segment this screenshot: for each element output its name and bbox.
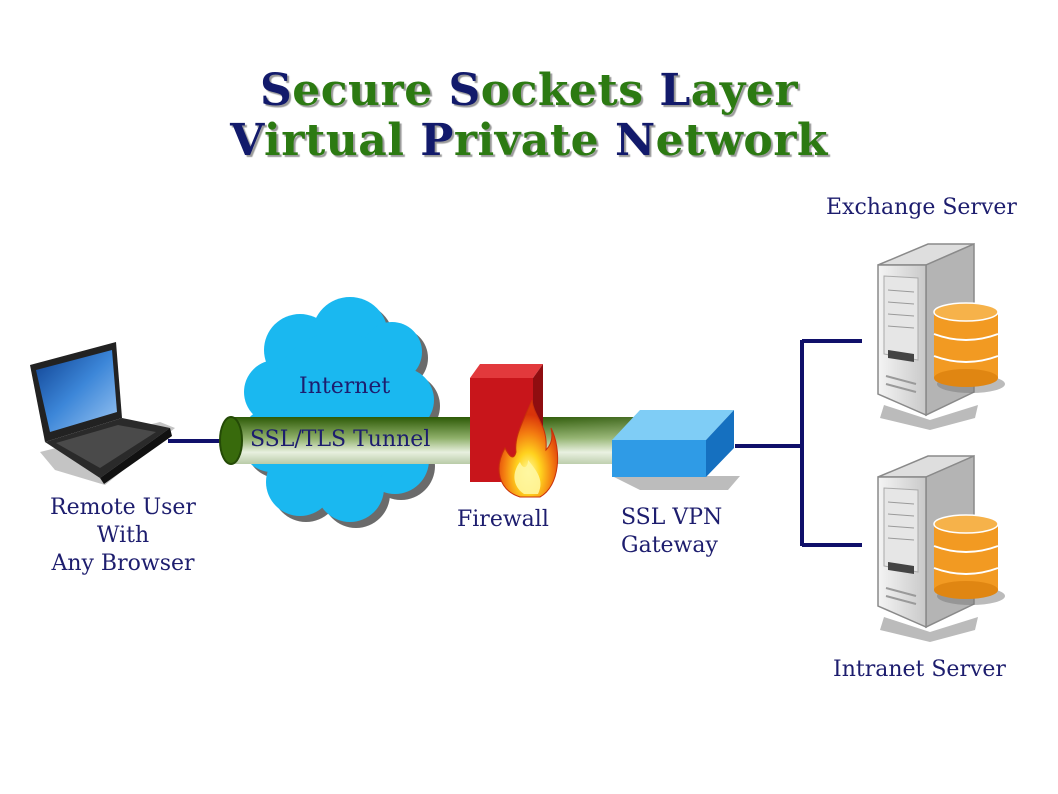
gateway-label-line: SSL VPN <box>621 505 723 530</box>
laptop-icon <box>30 342 175 485</box>
remote-user-line: Any Browser <box>51 551 195 576</box>
database-icon <box>933 302 1005 393</box>
remote-user-label: Remote User With Any Browser <box>40 494 206 578</box>
server-icon <box>877 242 1005 430</box>
firewall-label: Firewall <box>457 507 549 532</box>
remote-user-line: With <box>96 523 150 548</box>
tunnel-label: SSL/TLS Tunnel <box>250 427 431 452</box>
title-line-2: Virtual Private Network <box>230 115 828 166</box>
cloud-icon <box>240 297 440 528</box>
intranet-server-label: Intranet Server <box>833 657 1006 682</box>
gateway-box-icon <box>612 410 740 490</box>
gateway-label-line: Gateway <box>621 533 718 558</box>
title-line-1: Secure Sockets Layer <box>259 65 799 116</box>
remote-user-line: Remote User <box>50 495 196 520</box>
server-icon <box>877 454 1005 642</box>
gateway-label: SSL VPN Gateway <box>621 504 722 560</box>
firewall-icon <box>470 364 559 498</box>
database-icon <box>933 514 1005 605</box>
exchange-server-label: Exchange Server <box>826 195 1017 220</box>
ssl-tunnel <box>219 416 650 465</box>
internet-label: Internet <box>299 374 391 399</box>
connection-lines <box>168 339 862 547</box>
